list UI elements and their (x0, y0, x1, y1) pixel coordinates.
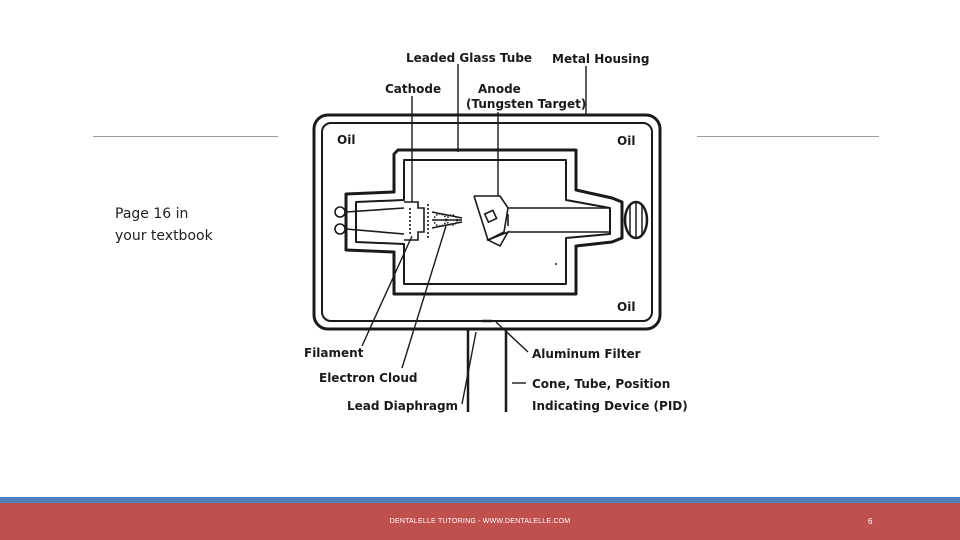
focusing-cup (404, 201, 425, 241)
glass-tube-outer (344, 148, 624, 296)
metal-housing-outer (312, 113, 662, 331)
target-focal-spot (483, 209, 498, 224)
side-note-line-2: your textbook (115, 228, 213, 244)
tungsten-target (473, 195, 509, 242)
label-metal-housing: Metal Housing (552, 52, 649, 66)
anode-end-cap (623, 200, 649, 240)
page-number: 6 (868, 517, 873, 526)
cathode-terminal-top (334, 206, 346, 218)
label-lead-diaphragm: Lead Diaphragm (347, 399, 458, 413)
footer-text: DENTALELLE TUTORING - WWW.DENTALELLE.COM (389, 518, 571, 525)
label-aluminum-filter: Aluminum Filter (532, 347, 641, 361)
label-pid-line-2: Indicating Device (PID) (532, 399, 688, 413)
electron-cloud (431, 211, 463, 229)
label-oil-top-right: Oil (617, 134, 635, 148)
cathode-terminal-bottom (334, 223, 346, 235)
pid-cone (466, 319, 508, 412)
label-oil-top-left: Oil (337, 133, 355, 147)
label-tungsten-target: (Tungsten Target) (466, 97, 586, 111)
cathode-lead-bottom (345, 228, 405, 235)
label-electron-cloud: Electron Cloud (319, 371, 417, 385)
leader-electron-cloud (401, 225, 447, 369)
leader-aluminum-filter (495, 321, 529, 353)
side-note-line-1: Page 16 in (115, 206, 189, 222)
side-note: Page 16 in your textbook (115, 203, 255, 247)
leader-lead-diaphragm (461, 331, 477, 405)
label-cathode: Cathode (385, 82, 441, 96)
cathode-lead-top (345, 207, 405, 213)
title-divider-left (93, 136, 278, 137)
label-oil-bottom-right: Oil (617, 300, 635, 314)
title-divider-right (697, 136, 879, 137)
speck (555, 263, 557, 265)
glass-tube-inner (355, 159, 611, 285)
label-anode: Anode (478, 82, 521, 96)
metal-housing-inner (321, 122, 653, 322)
leader-filament (361, 235, 413, 347)
footer-accent-bar (0, 497, 960, 503)
label-filament: Filament (304, 346, 364, 360)
label-leaded-glass-tube: Leaded Glass Tube (406, 51, 532, 65)
anode (474, 195, 610, 248)
label-pid-line-1: Cone, Tube, Position (532, 377, 670, 391)
footer-bar: DENTALELLE TUTORING - WWW.DENTALELLE.COM… (0, 503, 960, 540)
